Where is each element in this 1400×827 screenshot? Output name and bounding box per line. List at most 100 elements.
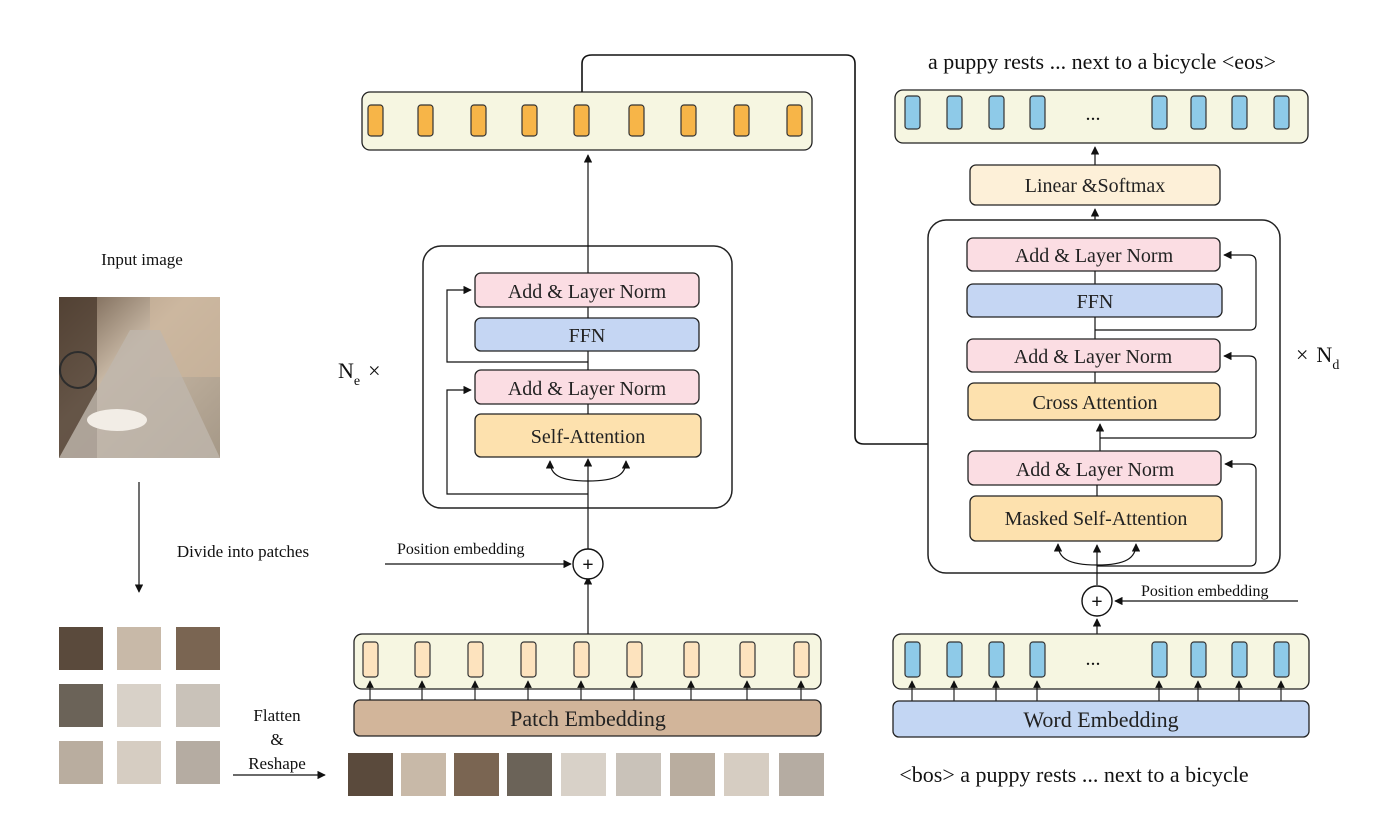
image-patch [176,741,220,784]
dec-residual-mid [1100,351,1257,439]
cross-attention-box [967,382,1221,421]
input-image [59,297,220,458]
encoder-output-token [470,104,487,137]
image-patch [176,684,220,727]
encoder-add-norm-top-label: Add & Layer Norm [508,281,667,303]
decoder-input-text: <bos> a puppy rests ... next to a bicycl… [899,762,1248,787]
patch-strip [348,753,824,796]
decoder-input-tokens [904,641,1290,701]
decoder-input-token [988,641,1005,678]
image-patch [59,684,103,727]
flatten-label-1: Flatten [253,706,301,725]
divide-label: Divide into patches [177,542,309,561]
masked-self-attention-box [969,495,1223,542]
encoder-add-norm-top-box [474,272,700,308]
encoder-add-norm-bottom-label: Add & Layer Norm [508,378,667,400]
decoder-output-token [904,95,921,130]
word-embedding-label: Word Embedding [1023,707,1178,732]
image-patch [117,684,161,727]
encoder-output-token [367,104,384,137]
image-patch [117,627,161,670]
encoder-input-token [520,641,537,678]
flattened-patch [507,753,552,796]
enc-residual-2 [446,285,588,363]
encoder-output-token [628,104,645,137]
decoder-output-token [1273,95,1290,130]
flattened-patch [724,753,769,796]
decoder-ffn-label: FFN [1077,291,1114,313]
decoder-plus-sign: + [1091,591,1102,613]
patch-grid [59,627,220,784]
decoder-input-token [1190,641,1207,678]
encoder-input-token [414,641,431,678]
flatten-label-2: & [270,730,283,749]
flattened-patch [454,753,499,796]
flattened-patch [779,753,824,796]
decoder-output-token [946,95,963,130]
decoder-plus-node [1081,585,1113,617]
encoder-ffn-label: FFN [569,325,606,347]
masked-self-attention-label: Masked Self-Attention [1005,508,1188,530]
decoder-add-norm-top-box [966,237,1221,272]
linear-softmax-label: Linear &Softmax [1025,175,1166,197]
decoder-position-embedding: Position embedding [1141,583,1269,600]
self-attention-label: Self-Attention [531,426,645,448]
encoder-input-token [626,641,643,678]
encoder-input-tokens [362,641,810,700]
encoder-add-norm-bottom-box [474,369,700,405]
decoder-input-token [1273,641,1290,678]
patch-embedding-box [353,699,822,737]
linear-softmax-box [969,164,1221,206]
flatten-label-3: Reshape [248,754,306,773]
decoder-output-ellipsis: ... [1086,103,1101,125]
patch-embedding-label: Patch Embedding [510,706,666,731]
encoder-input-token [793,641,810,678]
flattened-patch [561,753,606,796]
decoder-output-token [988,95,1005,130]
decoder-multiplier: ×Nd [1296,342,1339,373]
encoder-multiplier: Ne× [338,358,381,389]
decoder-input-token [1029,641,1046,678]
decoder-add-norm-mid-box [966,338,1221,373]
enc-residual-1 [446,385,588,495]
image-patch [176,627,220,670]
image-patch [59,627,103,670]
encoder-output-token [521,104,538,137]
encoder-input-token [467,641,484,678]
flattened-patch [670,753,715,796]
encoder-output-token [417,104,434,137]
decoder-input-token [1151,641,1168,678]
encoder-input-token [739,641,756,678]
image-patch [117,741,161,784]
word-embedding-box [892,700,1310,738]
encoder-output-token [573,104,590,137]
decoder-add-norm-mid-label: Add & Layer Norm [1014,346,1173,368]
encoder-output-token [733,104,750,137]
input-image-title: Input image [101,250,183,269]
flattened-patch [348,753,393,796]
image-patch [59,741,103,784]
encoder-output-tokens [367,104,803,137]
decoder-output-token [1231,95,1248,130]
decoder-input-ellipsis: ... [1086,648,1101,670]
decoder-output-tokens [904,95,1290,130]
decoder-input-token [1231,641,1248,678]
encoder-output-token [680,104,697,137]
flattened-patch [616,753,661,796]
decoder-add-norm-bottom-box [967,450,1222,486]
encoder-output-token [786,104,803,137]
encoder-input-token [362,641,379,678]
flattened-patch [401,753,446,796]
encoder-ffn-box [474,317,700,352]
decoder-add-norm-bottom-label: Add & Layer Norm [1016,459,1175,481]
dec-residual-top [1095,250,1257,331]
encoder-position-embedding: Position embedding [397,541,525,558]
decoder-output-token [1190,95,1207,130]
decoder-output-text: a puppy rests ... next to a bicycle <eos… [928,49,1276,74]
decoder-add-norm-top-label: Add & Layer Norm [1015,245,1174,267]
cross-attention-label: Cross Attention [1032,392,1157,414]
decoder-input-token [904,641,921,678]
decoder-output-token [1151,95,1168,130]
encoder-plus-sign: + [582,554,593,576]
